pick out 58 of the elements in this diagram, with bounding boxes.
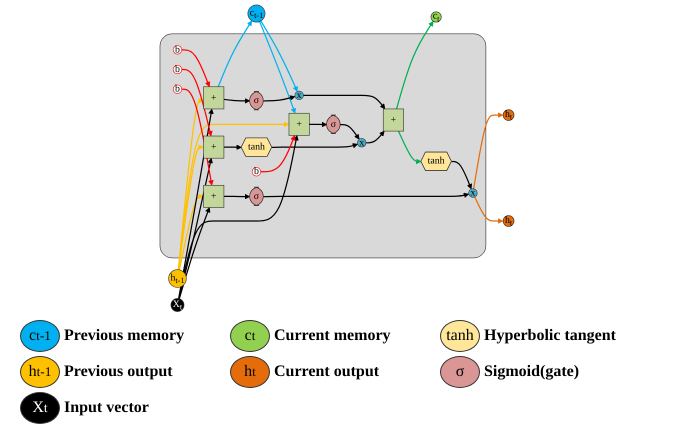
legend-text: Current output [274, 363, 380, 381]
node-circle: b [172, 45, 182, 54]
node-circle: x [468, 188, 478, 198]
arrow [260, 135, 296, 172]
arrow [224, 144, 242, 150]
legend-text: Hyperbolic tangent [484, 327, 616, 345]
node-circle: b [172, 84, 182, 94]
node-circle: X$_{t}$ [170, 298, 184, 312]
arrow [272, 143, 358, 148]
arrow [303, 94, 386, 110]
node-box: + [203, 184, 224, 208]
legend-text: Previous output [64, 363, 173, 381]
arrow [182, 68, 213, 136]
legend-text: Previous memory [64, 327, 184, 345]
arrow [178, 135, 299, 299]
node-box: + [288, 112, 310, 136]
node-circle: h$_{t}$ [502, 109, 514, 121]
node-box: + [203, 86, 224, 110]
arrow [259, 21, 296, 114]
arrow [182, 49, 210, 88]
legend-text: Sigmoid(gate) [484, 363, 580, 381]
node-box: + [203, 136, 224, 158]
arrow [224, 194, 250, 200]
arrow [366, 130, 385, 144]
node-circle: h$_{t-1}$ [168, 269, 187, 288]
arrow [178, 144, 204, 270]
legend-text: Current memory [274, 327, 391, 345]
arrow [452, 160, 472, 190]
arrow [178, 194, 204, 270]
arrow [264, 95, 296, 102]
node-circle: x [357, 138, 366, 148]
arrow [473, 112, 504, 189]
arrow [182, 88, 214, 186]
arrow [264, 192, 470, 198]
legend-symbol: tanh [440, 320, 480, 352]
arrow [340, 124, 360, 140]
legend-symbol: σ [440, 356, 480, 388]
arrow [224, 98, 250, 104]
node-circle: x [294, 90, 304, 100]
node-circle: b [252, 167, 262, 176]
arrow [178, 207, 210, 299]
arrow [178, 158, 213, 299]
arrow [396, 21, 434, 110]
arrow [178, 98, 204, 270]
arrow [398, 130, 422, 164]
node-circle: b [172, 64, 182, 74]
node-box: + [382, 108, 404, 132]
arrow [260, 20, 298, 92]
arrow [309, 122, 328, 128]
cluster [160, 34, 486, 258]
node-circle: c$_{t-1}$ [248, 4, 266, 22]
arrow [474, 196, 504, 224]
node-circle: h$_{t}$ [502, 215, 514, 227]
arrow [218, 20, 252, 87]
arrow [178, 108, 214, 299]
arrow [178, 122, 290, 270]
node-circle: c$_{t}$ [430, 11, 442, 22]
legend-text: Input vector [64, 399, 149, 417]
